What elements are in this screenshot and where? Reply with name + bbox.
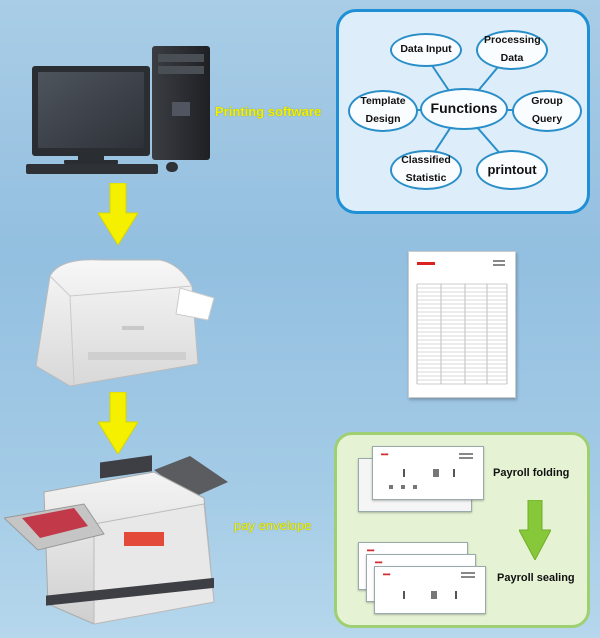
- down-arrow-green-icon: [519, 500, 551, 560]
- computer-icon: [26, 46, 210, 174]
- down-arrow-icon: [98, 183, 138, 245]
- envelope-marks: [403, 572, 475, 599]
- node-classified-statistic: Classified Statistic: [390, 150, 462, 190]
- document-table-icon: [416, 260, 508, 385]
- node-processing-data: Processing Data: [476, 30, 548, 70]
- payroll-brand-icon: ▬▬: [381, 451, 389, 458]
- payroll-folding-label: Payroll folding: [493, 467, 570, 479]
- down-arrow-icon: [98, 392, 138, 454]
- envelope-1: ▬▬: [374, 566, 486, 614]
- printer-icon: [35, 259, 215, 387]
- node-printout: printout: [476, 150, 548, 190]
- folding-machine-icon: [2, 455, 228, 625]
- printed-document: [408, 251, 516, 398]
- payroll-sheet-front: ▬▬: [372, 446, 484, 500]
- envelope-brand-icon: ▬▬: [375, 559, 383, 566]
- folding-machine-illustration: [2, 452, 240, 628]
- node-group-query: Group Query: [512, 90, 582, 132]
- printing-software-label: Printing software: [215, 104, 322, 119]
- node-data-input: Data Input: [390, 33, 462, 67]
- payroll-sheet-marks: [389, 453, 473, 489]
- envelope-brand-icon: ▬▬: [383, 571, 391, 578]
- node-functions-center: Functions: [420, 88, 508, 130]
- printer-illustration: [30, 256, 226, 390]
- payroll-sealing-label: Payroll sealing: [497, 572, 575, 584]
- node-template-design: Template Design: [348, 90, 418, 132]
- computer-illustration: [22, 40, 217, 176]
- envelope-brand-icon: ▬▬: [367, 547, 375, 554]
- pay-envelope-label: pay envelope: [234, 518, 312, 533]
